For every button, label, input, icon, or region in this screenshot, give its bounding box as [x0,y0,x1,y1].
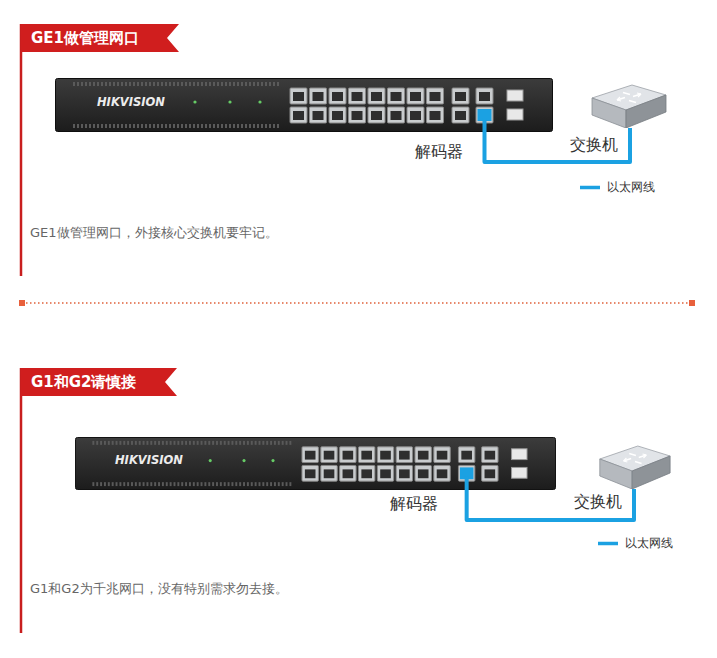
decoder-device: HIKVISION解码器 [75,437,556,490]
brand-logo: HIKVISION [115,454,183,468]
ethernet-cable [467,489,634,520]
legend-text: 以太网线 [625,536,673,551]
dotted-separator [26,302,690,304]
tag-title: GE1做管理网口 [21,24,139,52]
switch-icon-node: 交换机 [596,443,672,489]
ethernet-cable [485,128,631,162]
switch-icon-node: 交换机 [588,82,668,128]
legend-item: 以太网线 [598,536,698,551]
device-label: 解码器 [390,494,438,513]
device-label: 解码器 [415,142,463,161]
brand-logo: HIKVISION [97,96,165,110]
note-text: G1和G2为千兆网口，没有特别需求勿去接。 [30,580,288,598]
legend-text: 以太网线 [607,180,655,195]
device-label: 交换机 [574,492,622,511]
legend-item: 以太网线 [580,180,680,195]
separator-end [19,300,25,306]
tag-title: G1和G2请慎接 [21,368,137,396]
note-text: GE1做管理网口，外接核心交换机要牢记。 [30,224,278,242]
section-tag: GE1做管理网口 [21,24,179,52]
red-side-bar [20,368,23,633]
switch-icon [588,82,668,128]
separator-end [689,300,695,306]
decoder-device: HIKVISION解码器 [55,78,553,132]
switch-icon [596,443,672,489]
legend-swatch [598,536,620,551]
section-tag: G1和G2请慎接 [21,368,177,396]
red-side-bar [20,24,23,276]
device-label: 交换机 [570,135,618,154]
legend-swatch [580,180,602,195]
